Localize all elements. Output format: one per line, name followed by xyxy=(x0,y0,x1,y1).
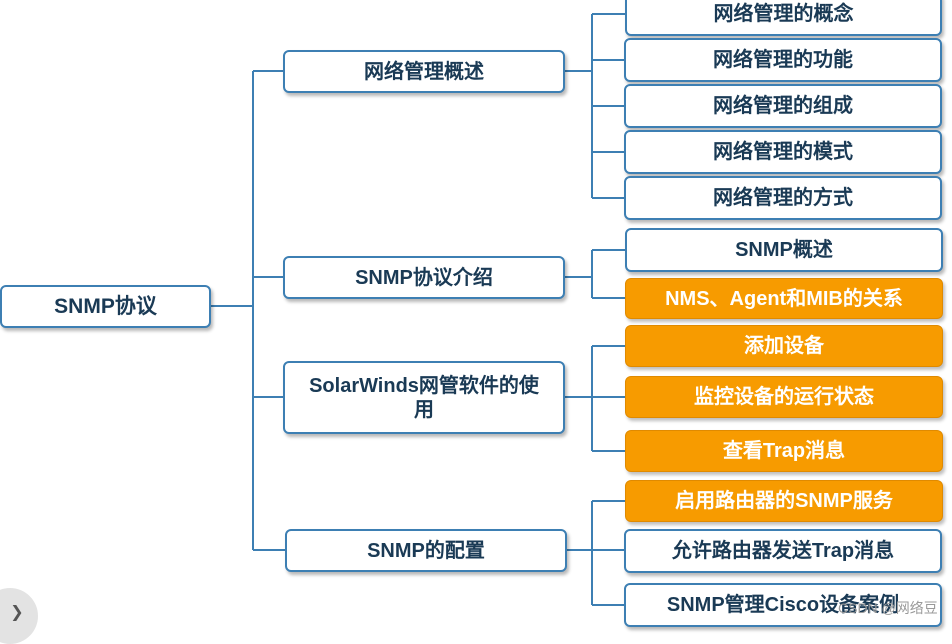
leaf-label: 查看Trap消息 xyxy=(722,440,846,462)
leaf-composition[interactable]: 网络管理的组成 xyxy=(624,84,942,128)
leaf-label: SNMP概述 xyxy=(735,239,833,261)
leaf-label: 网络管理的概念 xyxy=(713,3,854,25)
branch-snmp-protocol-intro[interactable]: SNMP协议介绍 xyxy=(283,256,565,299)
root-node[interactable]: SNMP协议 xyxy=(0,285,211,328)
chevron-right-icon: ❯ xyxy=(10,602,24,621)
leaf-allow-trap[interactable]: 允许路由器发送Trap消息 xyxy=(624,529,942,573)
leaf-view-trap[interactable]: 查看Trap消息 xyxy=(625,430,943,472)
leaf-label: SNMP管理Cisco设备案例 xyxy=(666,594,900,616)
branch-label: SNMP协议介绍 xyxy=(355,266,493,289)
branch-label: 网络管理概述 xyxy=(364,60,484,83)
leaf-label: 添加设备 xyxy=(744,335,824,357)
branch-label: SNMP的配置 xyxy=(367,539,485,562)
watermark: CSDN @网络豆 xyxy=(838,600,938,616)
leaf-label: 监控设备的运行状态 xyxy=(694,386,874,408)
leaf-nms-agent-mib[interactable]: NMS、Agent和MIB的关系 xyxy=(625,278,943,319)
branch-solarwinds-usage[interactable]: SolarWinds网管软件的使用 xyxy=(283,361,565,434)
leaf-cisco-case[interactable]: SNMP管理Cisco设备案例 xyxy=(624,583,942,627)
leaf-label: 启用路由器的SNMP服务 xyxy=(675,490,893,512)
leaf-method[interactable]: 网络管理的方式 xyxy=(624,176,942,220)
leaf-snmp-overview[interactable]: SNMP概述 xyxy=(625,228,943,272)
leaf-label: 网络管理的方式 xyxy=(713,187,853,209)
leaf-concept[interactable]: 网络管理的概念 xyxy=(625,0,942,36)
connector-lines xyxy=(211,13,625,606)
branch-label: SolarWinds网管软件的使用 xyxy=(309,374,539,421)
leaf-monitor-status[interactable]: 监控设备的运行状态 xyxy=(625,376,943,418)
leaf-add-device[interactable]: 添加设备 xyxy=(625,325,943,367)
leaf-mode[interactable]: 网络管理的模式 xyxy=(624,130,942,174)
root-node-label: SNMP协议 xyxy=(54,294,157,318)
leaf-label: 网络管理的模式 xyxy=(713,141,853,163)
leaf-function[interactable]: 网络管理的功能 xyxy=(624,38,942,82)
leaf-label: 网络管理的组成 xyxy=(713,95,853,117)
leaf-label: 允许路由器发送Trap消息 xyxy=(671,540,895,562)
leaf-label: 网络管理的功能 xyxy=(713,49,853,71)
leaf-enable-snmp[interactable]: 启用路由器的SNMP服务 xyxy=(625,480,943,522)
branch-network-management-overview[interactable]: 网络管理概述 xyxy=(283,50,565,93)
leaf-label: NMS、Agent和MIB的关系 xyxy=(665,287,903,310)
branch-snmp-configuration[interactable]: SNMP的配置 xyxy=(285,529,567,572)
